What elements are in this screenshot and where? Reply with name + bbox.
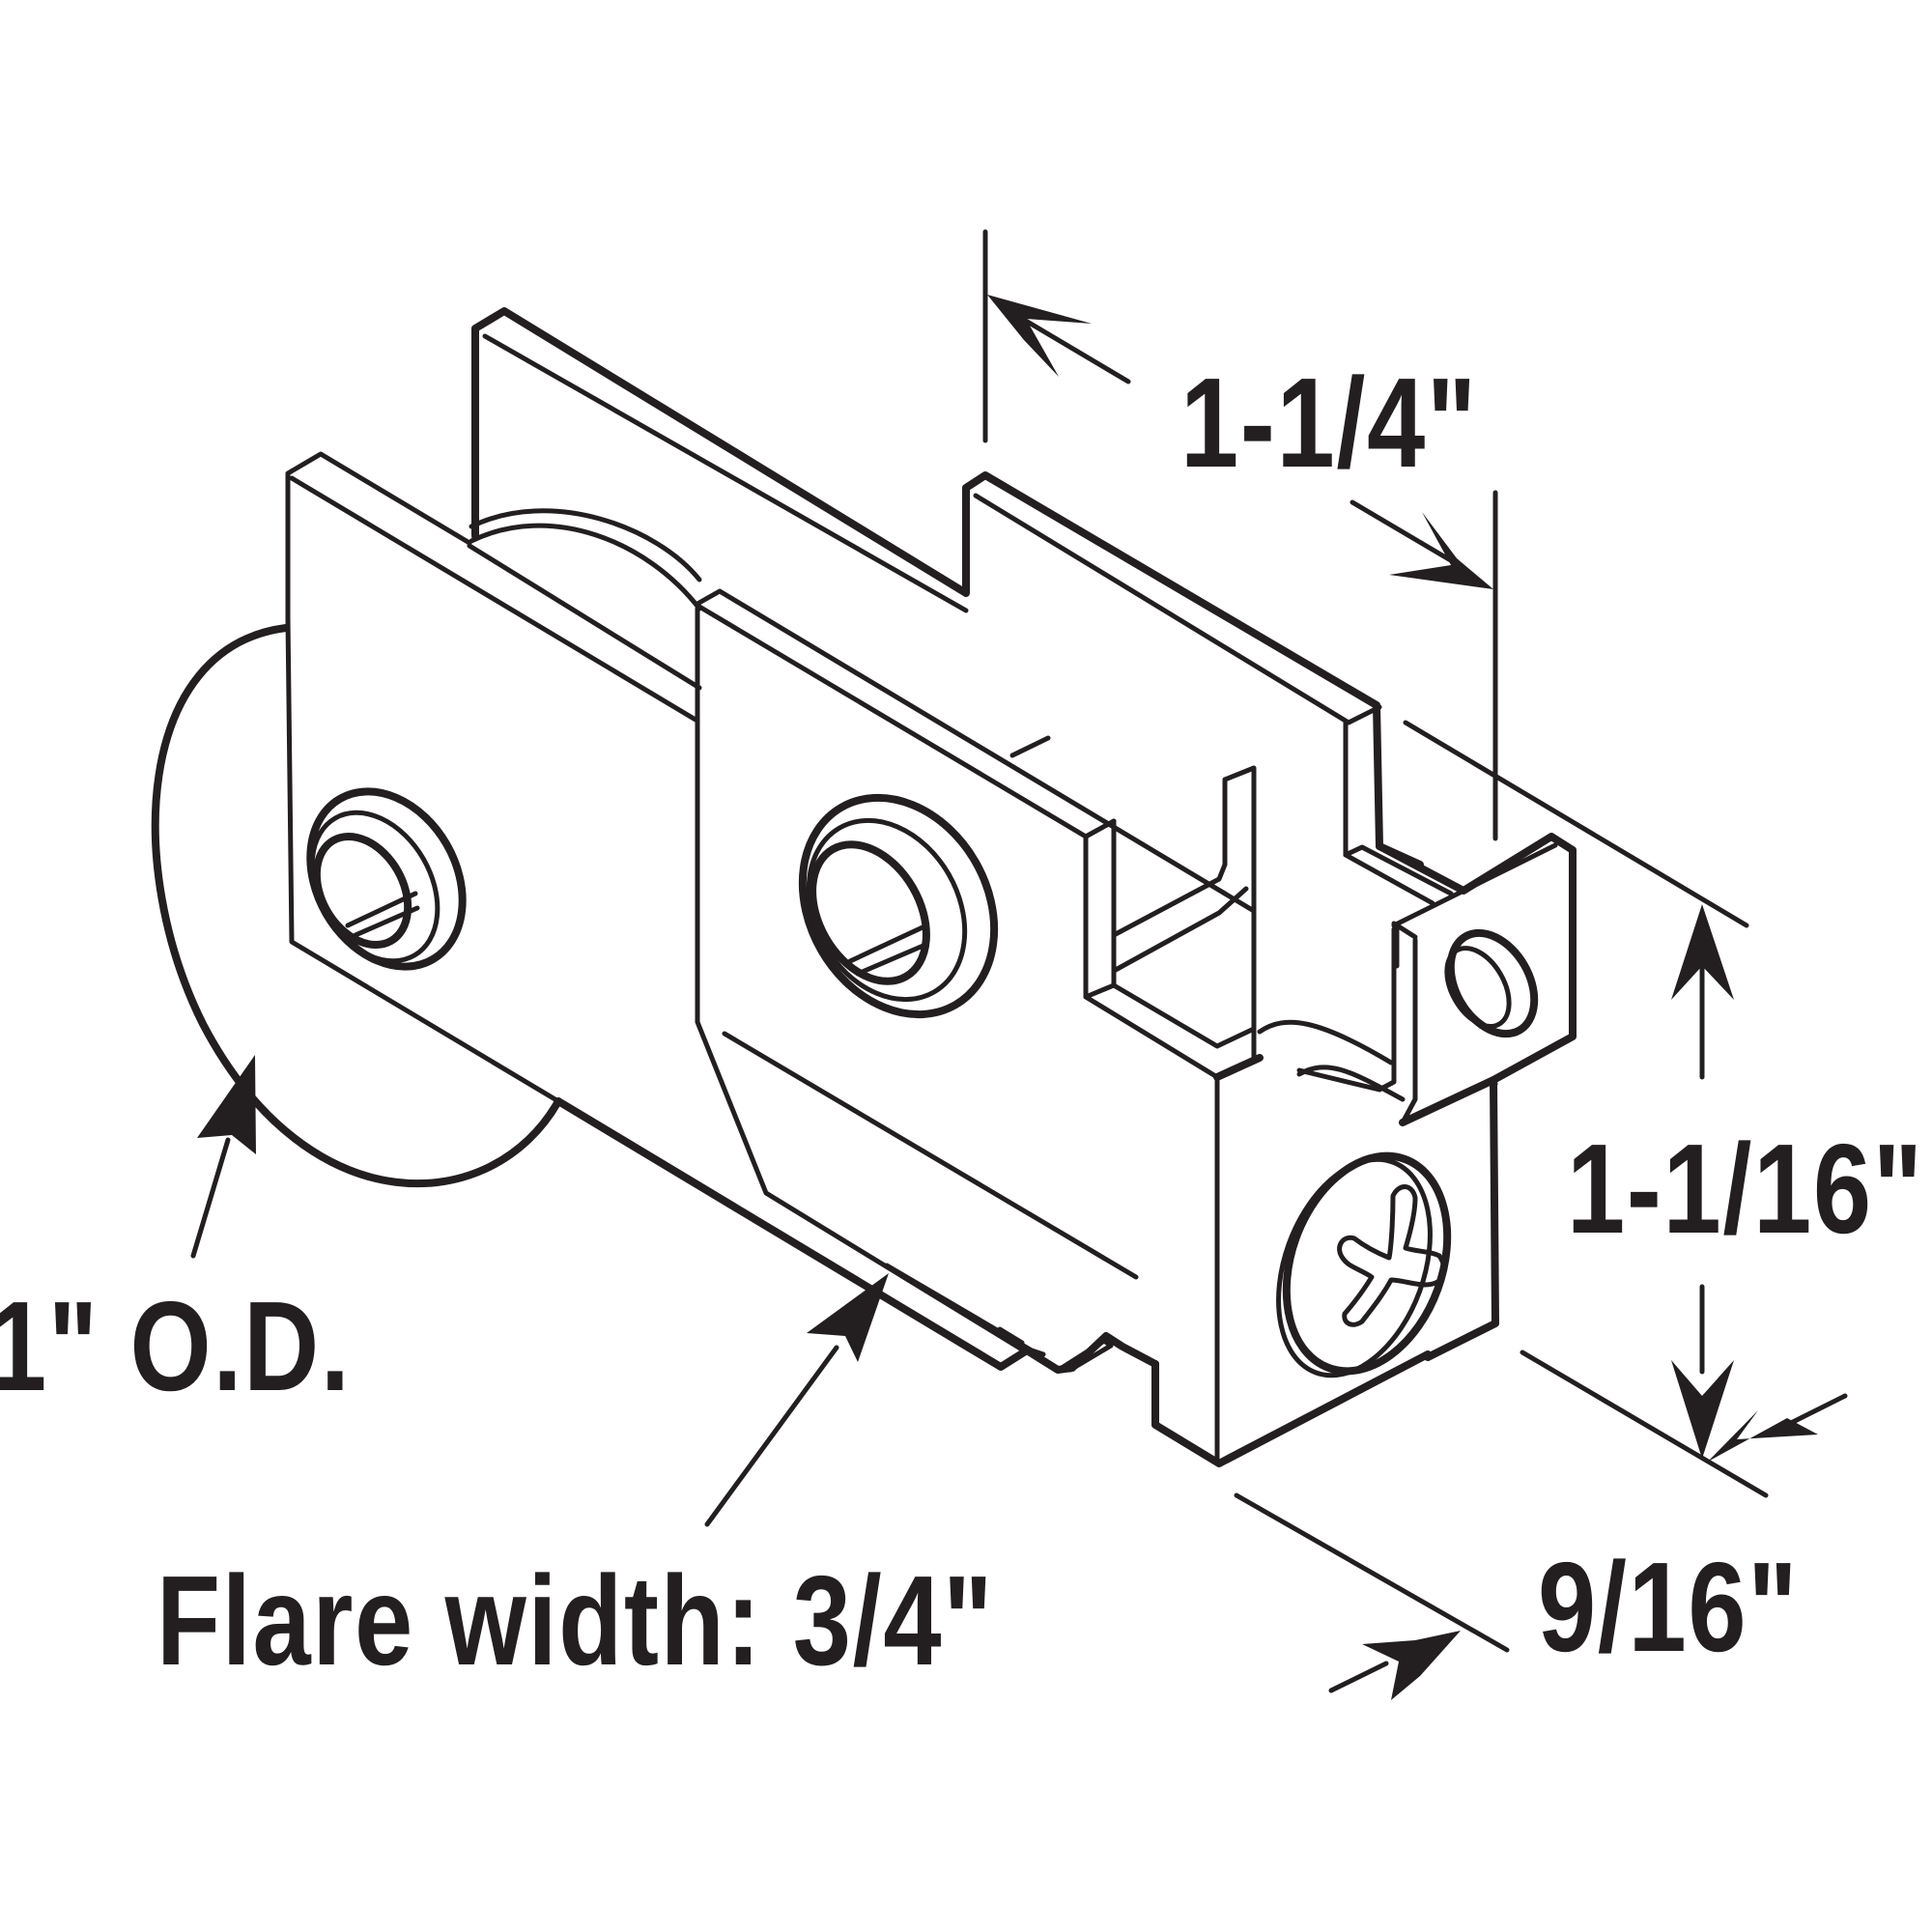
width-label: 9/16" [1538, 1536, 1800, 1678]
length-dimension [982, 229, 1498, 841]
wheel-diameter-label: 1" O.D. [0, 1275, 352, 1417]
wheel-diameter-dimension [190, 1055, 256, 1259]
right-bracket [1257, 833, 1577, 1361]
width-dimension [1234, 1393, 1848, 1700]
roller-wheel [151, 508, 702, 1188]
height-dimension [1403, 720, 1769, 1498]
mounting-hole-right [1444, 928, 1539, 1038]
axle-screw [1276, 1151, 1452, 1378]
length-label: 1-1/4" [1180, 352, 1478, 494]
center-block [1009, 735, 1432, 1467]
height-label: 1-1/16" [1567, 1118, 1924, 1260]
mounting-hole-left [306, 787, 467, 971]
left-side-plate [285, 451, 1159, 1374]
front-side-plate [695, 588, 1257, 1373]
flare-width-dimension [704, 1273, 889, 1527]
back-housing-plate [471, 307, 1454, 906]
mounting-hole-center [798, 793, 999, 1019]
flare-width-label: Flare width: 3/4" [156, 1549, 995, 1691]
